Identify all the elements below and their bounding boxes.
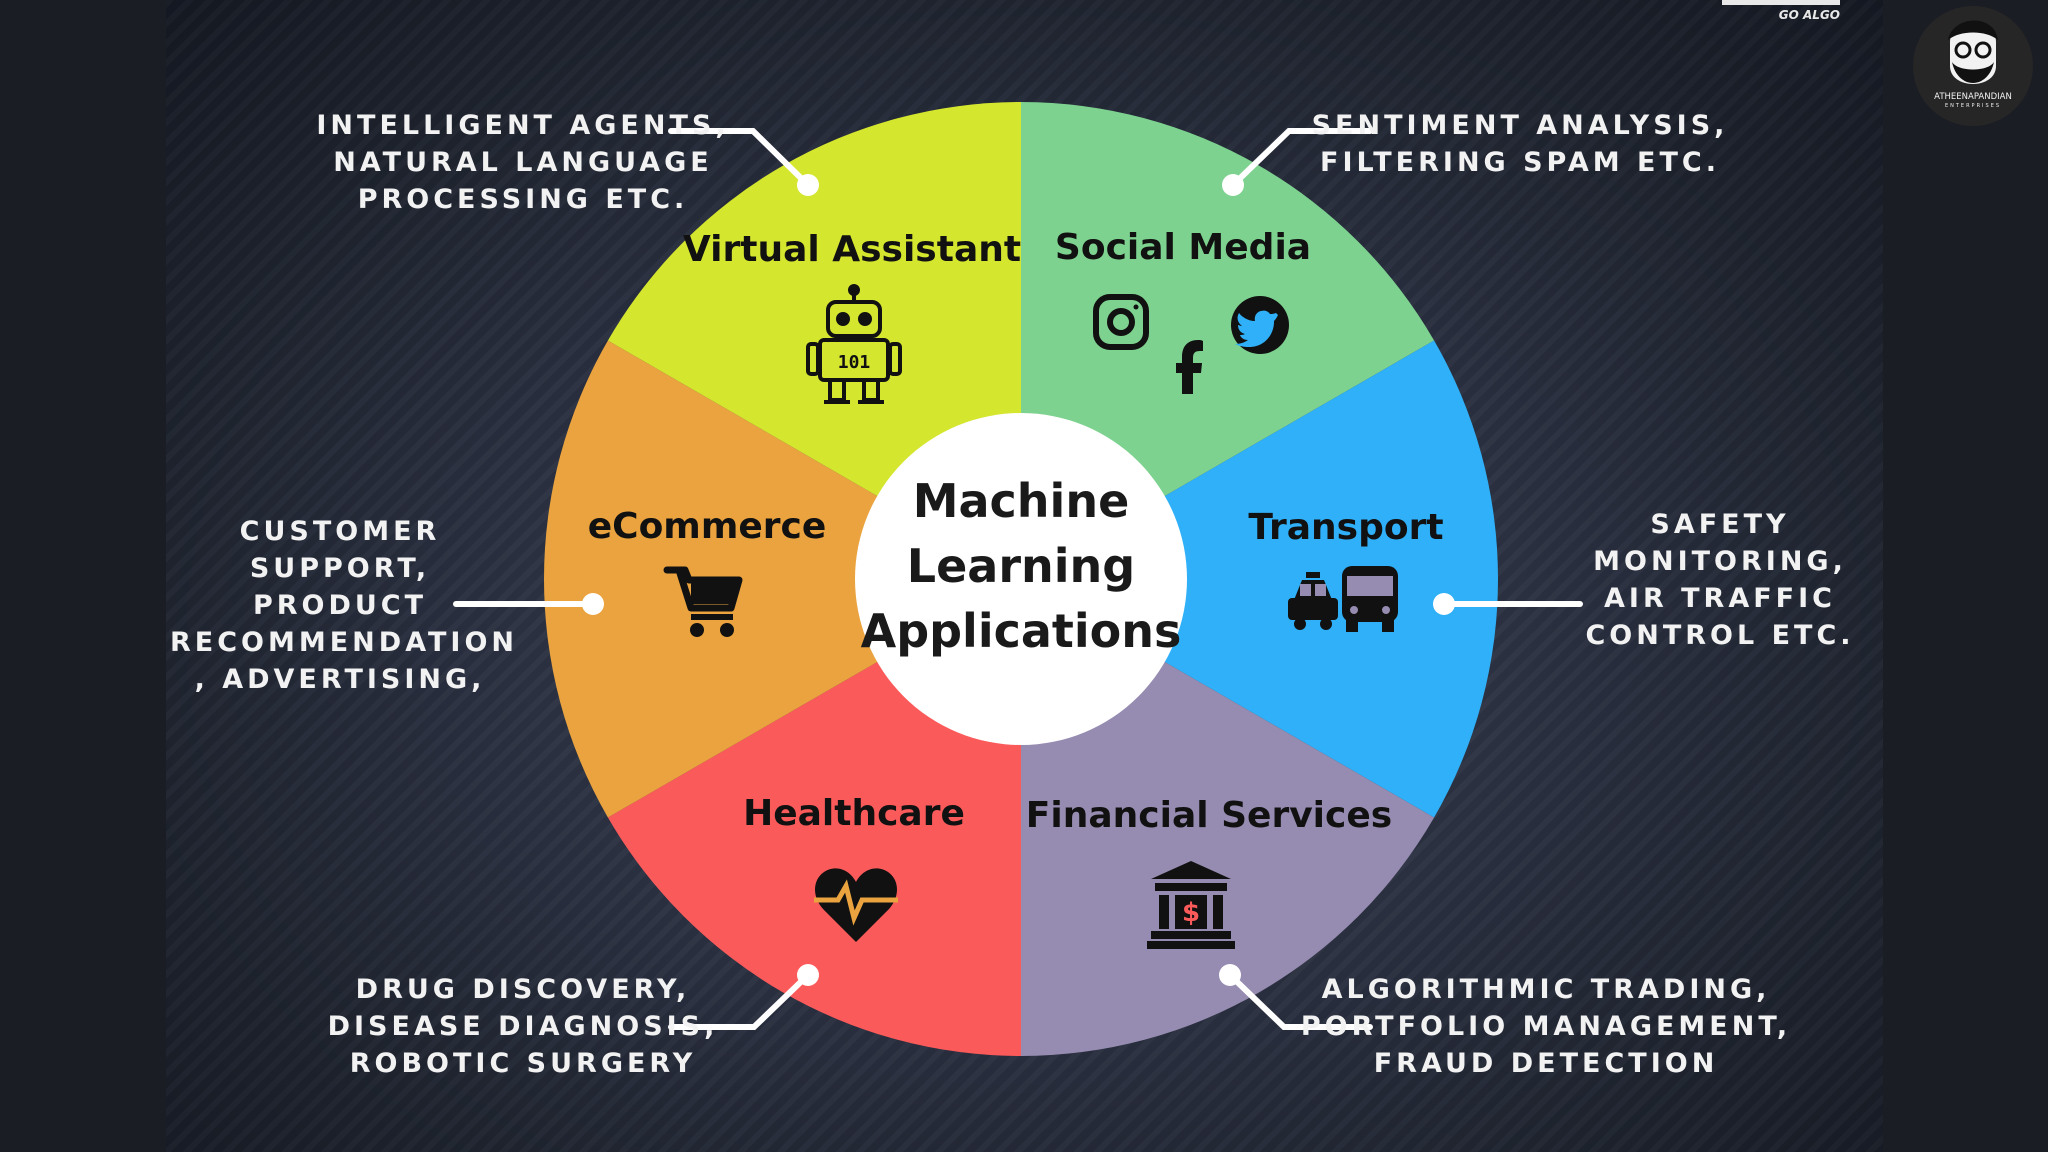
- callout-social-media: SENTIMENT ANALYSIS, FILTERING SPAM ETC.: [1310, 107, 1730, 181]
- callout-line: DRUG DISCOVERY,: [355, 974, 691, 1005]
- callout-line: SUPPORT,: [249, 553, 431, 584]
- watermark-text: GO ALGO: [1779, 8, 1840, 22]
- callout-line: PRODUCT: [252, 590, 428, 621]
- dot-transport: [1433, 593, 1455, 615]
- callout-line: FRAUD DETECTION: [1373, 1048, 1719, 1079]
- center-title-line-3: Applications: [861, 604, 1182, 658]
- callout-line: PORTFOLIO MANAGEMENT,: [1300, 1011, 1792, 1042]
- sector-title-transport: Transport: [1248, 507, 1443, 548]
- callout-line: NATURAL LANGUAGE: [333, 147, 713, 178]
- taxi-bus-icon: [1288, 566, 1398, 632]
- bearded-man-avatar-icon: ATHEENAPANDIAN ENTERPRISES: [1913, 6, 2033, 126]
- connector-financial-services: [1227, 972, 1373, 1030]
- callout-line: AIR TRAFFIC: [1604, 583, 1836, 614]
- center-circle: [855, 413, 1187, 745]
- callout-line: PROCESSING ETC.: [357, 184, 689, 215]
- facebook-icon: [1176, 340, 1203, 394]
- svg-text:101: 101: [838, 352, 871, 373]
- callout-line: CONTROL ETC.: [1585, 620, 1855, 651]
- callout-line: , ADVERTISING,: [194, 664, 486, 695]
- dot-ecommerce: [582, 593, 604, 615]
- callout-line: ROBOTIC SURGERY: [349, 1048, 697, 1079]
- connector-healthcare: [668, 972, 811, 1030]
- callout-transport: SAFETY MONITORING, AIR TRAFFIC CONTROL E…: [1560, 506, 1880, 654]
- callout-ecommerce: CUSTOMER SUPPORT, PRODUCT RECOMMENDATION…: [170, 513, 519, 698]
- callout-line: MONITORING,: [1593, 546, 1847, 577]
- bank-icon: $: [1147, 861, 1235, 949]
- callout-line: ALGORITHMIC TRADING,: [1321, 974, 1771, 1005]
- connector-dots: [582, 174, 1455, 986]
- callout-financial-services: ALGORITHMIC TRADING, PORTFOLIO MANAGEMEN…: [1296, 971, 1796, 1082]
- dot-social-media: [1222, 174, 1244, 196]
- callout-line: DISEASE DIAGNOSIS,: [327, 1011, 719, 1042]
- center-title-line-1: Machine: [913, 474, 1130, 528]
- callout-line: INTELLIGENT AGENTS,: [316, 110, 730, 141]
- callout-line: CUSTOMER: [239, 516, 441, 547]
- callout-healthcare: DRUG DISCOVERY, DISEASE DIAGNOSIS, ROBOT…: [278, 971, 768, 1082]
- sector-title-social-media: Social Media: [1055, 227, 1311, 268]
- callout-line: RECOMMENDATION: [170, 627, 519, 658]
- sector-social-media: [1021, 340, 1499, 818]
- dot-financial-services: [1219, 964, 1241, 986]
- slide: Machine Learning Applications Virtual As…: [166, 0, 1883, 1152]
- callout-line: SAFETY: [1650, 509, 1790, 540]
- ml-applications-wheel: Machine Learning Applications Virtual As…: [453, 101, 1583, 1056]
- sector-title-healthcare: Healthcare: [743, 793, 965, 834]
- sector-title-ecommerce: eCommerce: [588, 506, 827, 547]
- callout-line: SENTIMENT ANALYSIS,: [1311, 110, 1729, 141]
- sector-title-virtual-assistant: Virtual Assistant: [683, 229, 1021, 270]
- center-title-line-2: Learning: [907, 539, 1135, 593]
- bank-dollar-sign: $: [1182, 898, 1200, 928]
- robot-icon: 101: [806, 284, 902, 404]
- connector-virtual-assistant: [668, 128, 811, 188]
- instagram-icon: [1093, 294, 1149, 350]
- shopping-cart-icon: [663, 566, 743, 637]
- sector-title-financial-services: Financial Services: [1026, 795, 1392, 836]
- twitter-icon: [1231, 296, 1289, 354]
- dot-healthcare: [797, 964, 819, 986]
- callout-line: FILTERING SPAM ETC.: [1320, 147, 1720, 178]
- callout-virtual-assistant: INTELLIGENT AGENTS, NATURAL LANGUAGE PRO…: [278, 107, 768, 218]
- dot-virtual-assistant: [797, 174, 819, 196]
- sector-healthcare: [543, 340, 1021, 818]
- connectors: [453, 128, 1583, 1030]
- heartbeat-icon: [814, 868, 898, 942]
- connector-social-media: [1230, 128, 1373, 188]
- avatar-name: ATHEENAPANDIAN: [1934, 92, 2012, 102]
- avatar-sub: ENTERPRISES: [1945, 103, 2001, 109]
- go-algo-watermark: GO ALGO: [1722, 0, 1840, 22]
